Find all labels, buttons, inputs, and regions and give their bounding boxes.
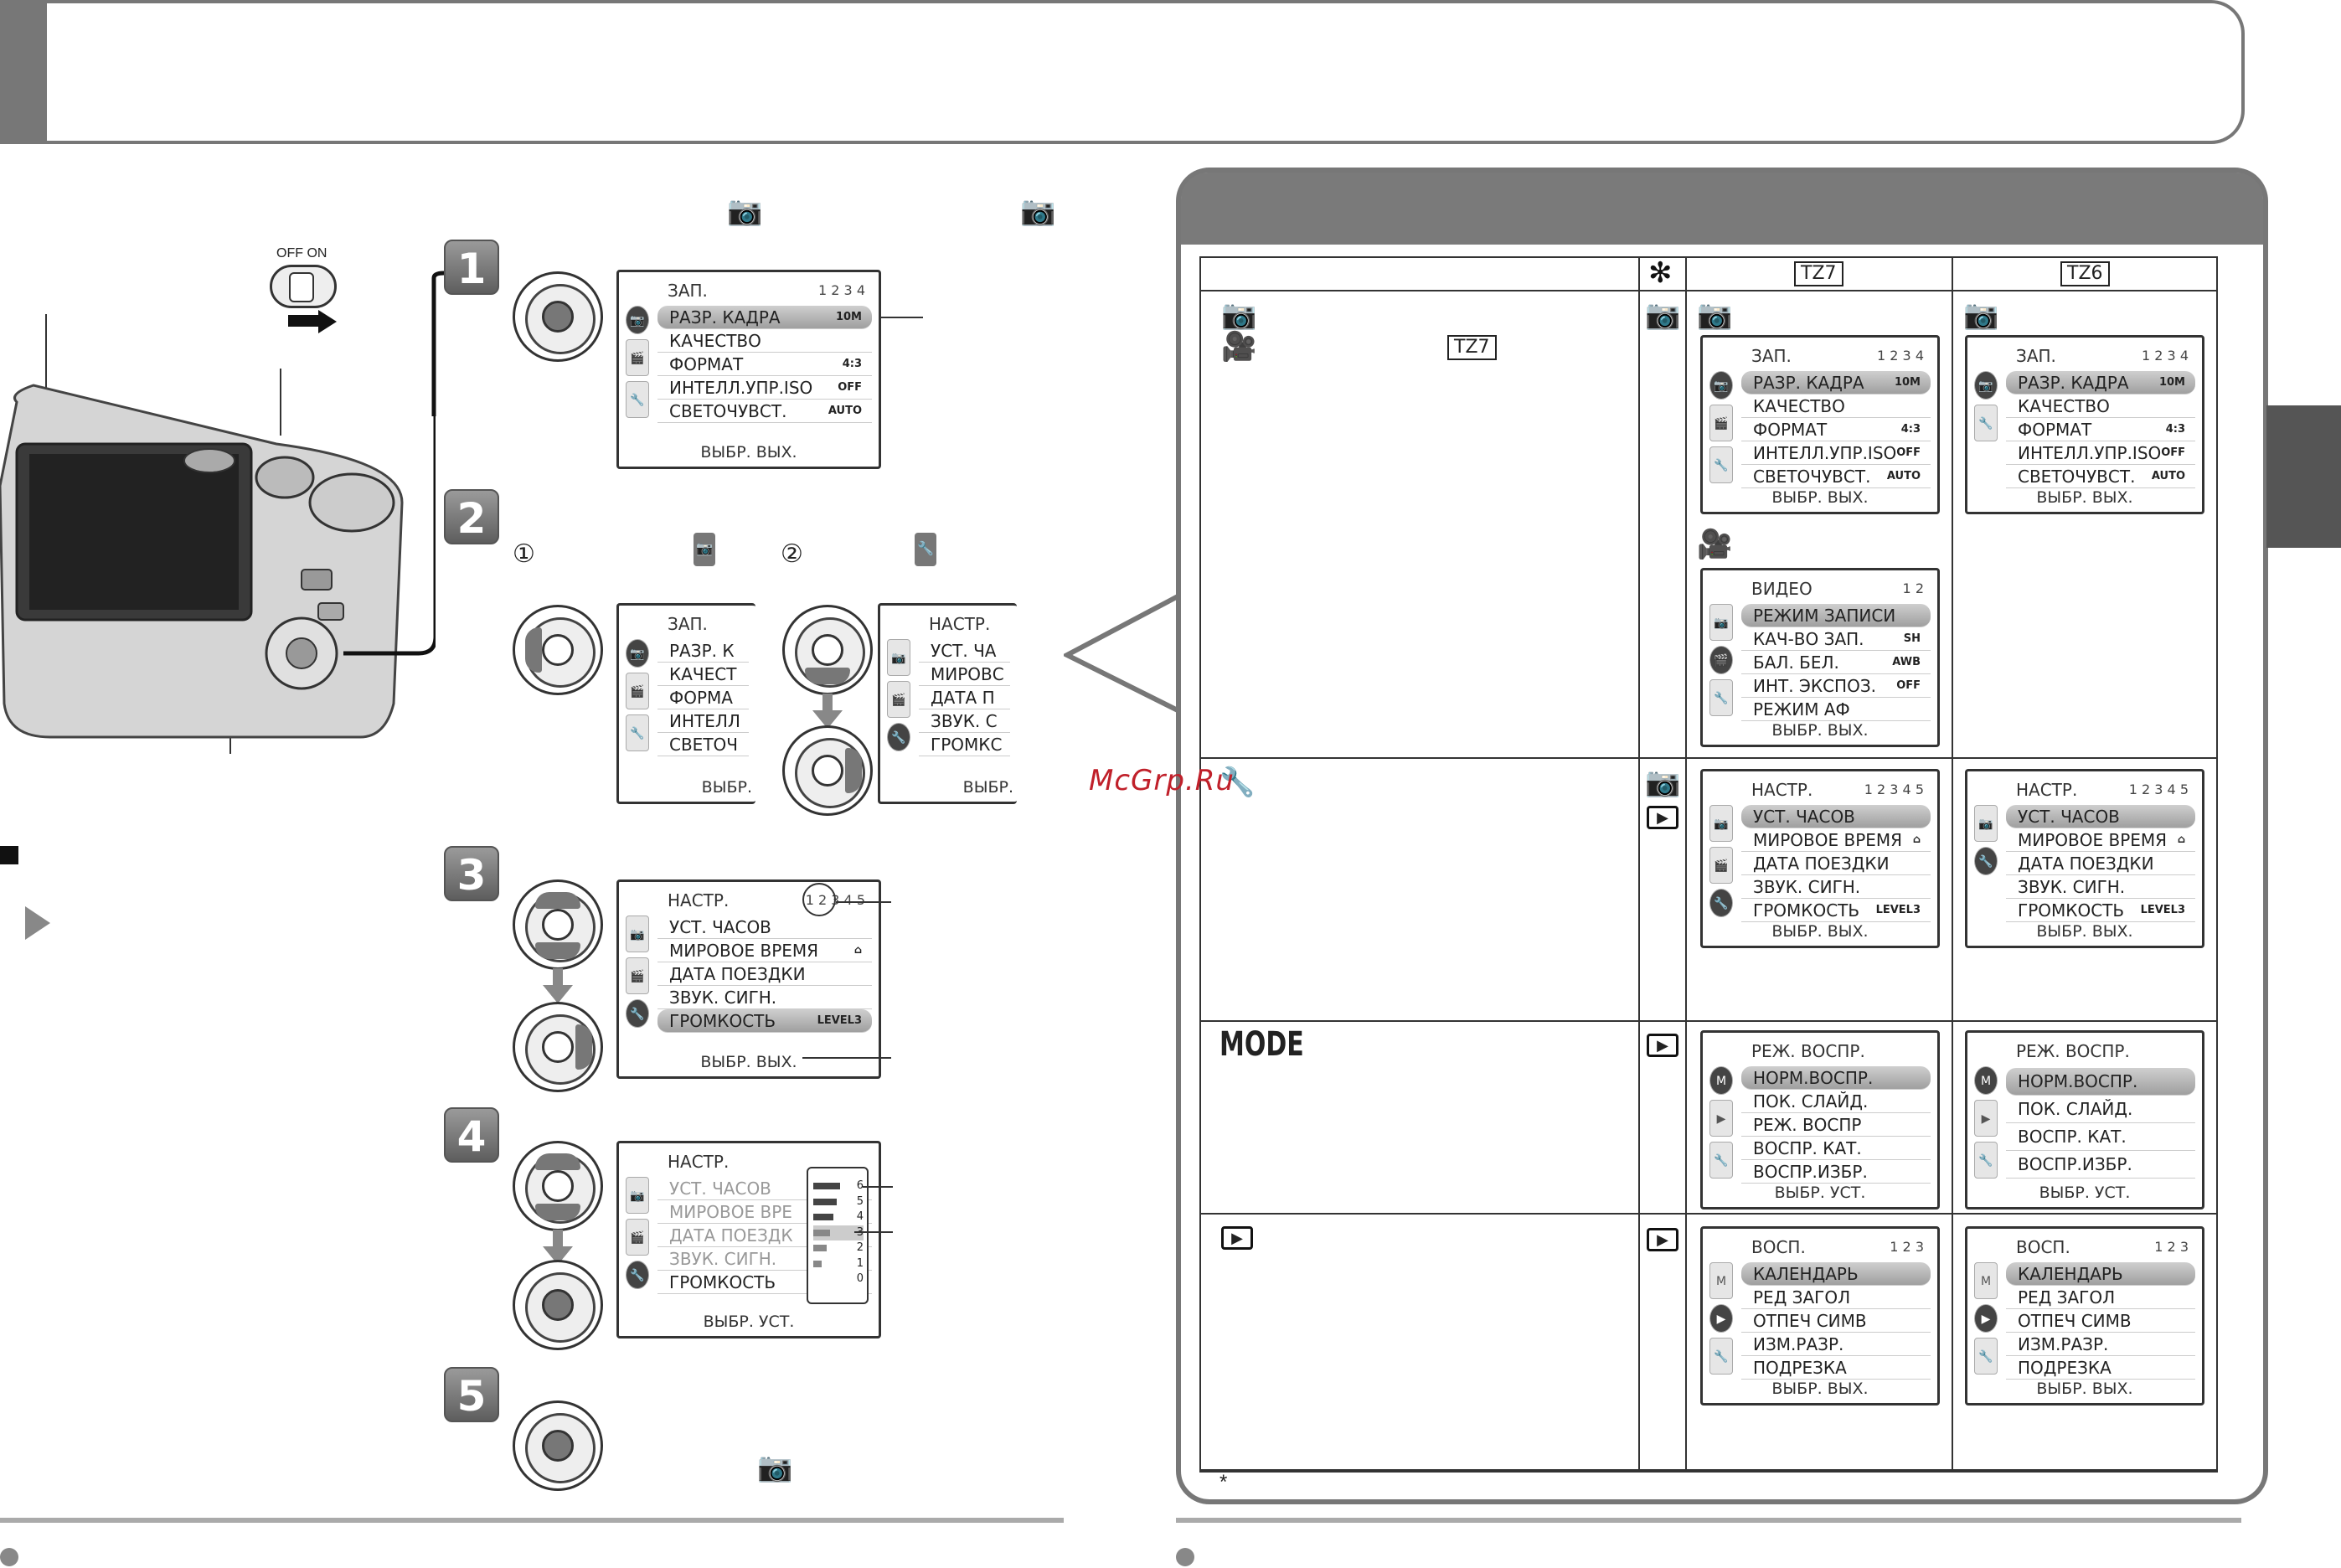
arrow-down-icon: [812, 694, 843, 729]
switch-arrow-icon: [288, 315, 322, 327]
power-switch-labels: OFF ON: [276, 246, 327, 260]
section-bullet: [0, 846, 18, 864]
play-icon: ▶: [1647, 1228, 1678, 1251]
callout-line: [863, 1186, 893, 1188]
bottom-rule: [0, 1518, 1064, 1523]
movie-icon: 🎥: [1697, 529, 1733, 560]
note-bullet: [0, 1548, 18, 1566]
substep-1-mark: ①: [513, 540, 535, 568]
play-icon: ▶: [1647, 1034, 1678, 1057]
tz6-play-screen: M▶🔧 ВОСП. 1 2 3 КАЛЕНДАРЬ РЕД ЗАГОЛ ОТПЕ…: [1965, 1226, 2204, 1406]
tz6-playmode-screen: M▶🔧 РЕЖ. ВОСПР. НОРМ.ВОСПР. ПОК. СЛАЙД. …: [1965, 1030, 2204, 1210]
table-divider: [1199, 757, 2218, 759]
menu-item: ДАТА ПОЕЗДКИ: [657, 962, 872, 986]
arrow-right-icon: [25, 906, 50, 940]
control-pad-right[interactable]: [513, 1002, 603, 1092]
tz7-setup-screen: 📷🎬🔧 НАСТР. 1 2 3 4 5 УСТ. ЧАСОВ МИРОВОЕ …: [1700, 769, 1940, 948]
tz7-video-screen: 📷🎬🔧 ВИДЕО 1 2 РЕЖИМ ЗАПИСИ КАЧ-ВО ЗАП.SH…: [1700, 568, 1940, 747]
bubble-pointer: [1064, 592, 1183, 714]
arrow-right-icon: [318, 310, 337, 333]
mode-label: MODE: [1219, 1025, 1304, 1064]
rec-menu-cut-screen: 📷🎬🔧 ЗАП. РАЗР. К КАЧЕСТ ФОРМА ИНТЕЛЛ СВЕ…: [616, 603, 755, 804]
camera-icon: 📷: [1020, 195, 1056, 227]
control-pad-updown[interactable]: [513, 1141, 603, 1231]
step-1-badge: 1: [444, 240, 499, 295]
movie-icon: 🎥: [1221, 331, 1257, 363]
page-indicator-circle: [802, 883, 836, 916]
menu-overview-table: [1199, 256, 2218, 1471]
camera-icon: 📷: [1963, 299, 1999, 331]
camera-icon: 📷: [1697, 299, 1733, 331]
menu-item: КАЧЕСТВО: [657, 329, 872, 353]
note-bullet: [1176, 1548, 1194, 1566]
arrow-down-icon: [543, 968, 573, 1003]
camera-icon: 📷: [1221, 299, 1257, 331]
callout-line: [836, 901, 891, 903]
tz6-setup-screen: 📷🔧 НАСТР. 1 2 3 4 5 УСТ. ЧАСОВ МИРОВОЕ В…: [1965, 769, 2204, 948]
table-divider: [1199, 1213, 2218, 1215]
setup-tab-icon: 🔧: [915, 533, 936, 566]
connector-line: [431, 271, 452, 416]
play-icon: ▶: [1647, 806, 1678, 829]
callout-line: [881, 317, 923, 318]
footnote-mark: *: [1219, 1471, 1228, 1493]
control-pad-up[interactable]: [513, 879, 603, 970]
menu-item: СВЕТОЧУВСТ.AUTO: [657, 400, 872, 423]
menu-item: ЗВУК. СИГН.: [657, 986, 872, 1009]
tz7-play-screen: M▶🔧 ВОСП. 1 2 3 КАЛЕНДАРЬ РЕД ЗАГОЛ ОТПЕ…: [1700, 1226, 1940, 1406]
camera-icon: 📷: [1645, 299, 1681, 331]
rec-tab-icon: 📷: [694, 533, 715, 566]
control-pad-down[interactable]: [782, 605, 873, 695]
tz7-playmode-screen: M▶🔧 РЕЖ. ВОСПР. НОРМ.ВОСПР. ПОК. СЛАЙД. …: [1700, 1030, 1940, 1210]
asterisk-header: ✻: [1648, 256, 1673, 290]
camera-illustration: [0, 277, 436, 754]
table-divider: [1638, 256, 1640, 1471]
page-header-band: [0, 0, 2245, 144]
bottom-rule: [1176, 1518, 2241, 1523]
control-pad-set[interactable]: [513, 1400, 603, 1491]
step-5-badge: 5: [444, 1367, 499, 1422]
control-pad-right[interactable]: [782, 725, 873, 816]
wrench-icon: 🔧: [1219, 766, 1256, 798]
step-2-badge: 2: [444, 489, 499, 544]
watermark-text: McGrp.Ru: [1089, 764, 1235, 797]
tz6-header: TZ6: [2060, 261, 2110, 286]
substep-2-mark: ②: [781, 540, 803, 568]
table-divider: [1199, 290, 2218, 291]
setup-menu-screen: 📷🎬🔧 НАСТР. 1 2 3 4 5 УСТ. ЧАСОВ МИРОВОЕ …: [616, 879, 881, 1079]
setup-menu-cut-screen: 📷🎬🔧 НАСТР. УСТ. ЧА МИРОВС ДАТА П ЗВУК. С…: [878, 603, 1017, 804]
power-switch[interactable]: [270, 265, 337, 308]
table-divider: [1199, 1020, 2218, 1022]
table-divider: [1199, 1471, 2218, 1473]
camera-icon: 📷: [1645, 766, 1681, 798]
play-icon: ▶: [1221, 1226, 1253, 1250]
control-pad-set[interactable]: [513, 271, 603, 362]
step-4-badge: 4: [444, 1107, 499, 1163]
chapter-tab: [2266, 405, 2341, 548]
callout-line: [854, 1231, 893, 1233]
camera-icon: 📷: [757, 1452, 793, 1483]
control-pad-left[interactable]: [513, 605, 603, 695]
control-pad-set[interactable]: [513, 1260, 603, 1350]
table-divider: [1685, 256, 1687, 1471]
table-divider: [1952, 256, 1953, 1471]
tz7-header: TZ7: [1794, 261, 1843, 286]
tz7-tag: TZ7: [1447, 335, 1497, 360]
menu-item: МИРОВОЕ ВРЕМЯ⌂: [657, 939, 872, 962]
menu-item: УСТ. ЧАСОВ: [657, 916, 872, 939]
callout-line: [802, 1057, 891, 1059]
volume-setting-screen: 📷🎬🔧 НАСТР. УСТ. ЧАСОВ МИРОВОЕ ВРЕ ДАТА П…: [616, 1141, 881, 1338]
step-3-badge: 3: [444, 846, 499, 901]
camera-icon: 📷: [727, 195, 763, 227]
volume-level-list[interactable]: 6 5 4 3 2 1 0: [807, 1167, 869, 1304]
